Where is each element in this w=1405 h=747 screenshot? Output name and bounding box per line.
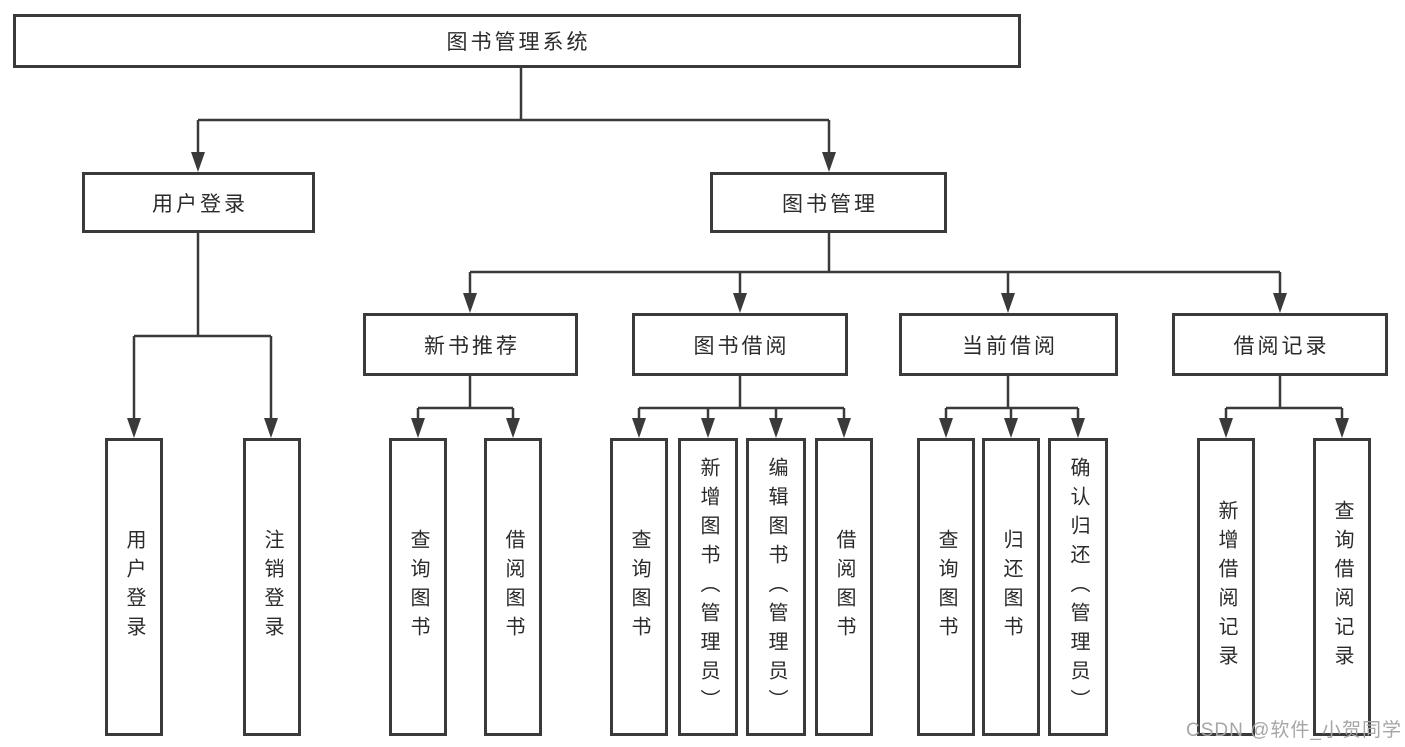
leaf-current-query-books: 查询图书 [917, 438, 975, 736]
node-book-borrowing: 图书借阅 [632, 313, 848, 376]
node-root: 图书管理系统 [13, 14, 1021, 68]
leaf-borrow-add-books: 新增图书（管理员） [678, 438, 738, 736]
leaf-recommend-query-books-label: 查询图书 [407, 529, 429, 645]
leaf-current-confirm-return-label: 确认归还（管理员） [1067, 456, 1089, 718]
leaf-borrow-query-books: 查询图书 [610, 438, 668, 736]
node-user-login: 用户登录 [82, 172, 315, 233]
node-book-management: 图书管理 [710, 172, 947, 233]
leaf-records-query-record-label: 查询借阅记录 [1331, 500, 1353, 674]
leaf-records-add-record: 新增借阅记录 [1197, 438, 1255, 736]
node-current-borrowing-label: 当前借阅 [962, 334, 1058, 358]
leaf-recommend-query-books: 查询图书 [389, 438, 447, 736]
leaf-current-confirm-return: 确认归还（管理员） [1048, 438, 1108, 736]
node-book-management-label: 图书管理 [782, 192, 878, 216]
leaf-borrow-borrow-books: 借阅图书 [815, 438, 873, 736]
leaf-records-query-record: 查询借阅记录 [1313, 438, 1371, 736]
leaf-logout: 注销登录 [243, 438, 301, 736]
node-new-book-recommend: 新书推荐 [363, 313, 578, 376]
connector-arrowheads [127, 152, 1349, 438]
node-borrowing-records: 借阅记录 [1172, 313, 1388, 376]
node-book-borrowing-label: 图书借阅 [693, 334, 790, 358]
leaf-current-return-books: 归还图书 [982, 438, 1040, 736]
leaf-recommend-borrow-books: 借阅图书 [484, 438, 542, 736]
leaf-login: 用户登录 [105, 438, 163, 736]
watermark: CSDN @软件_小贺同学 [1186, 720, 1402, 741]
leaf-recommend-borrow-books-label: 借阅图书 [502, 529, 524, 645]
node-borrowing-records-label: 借阅记录 [1233, 334, 1330, 358]
leaf-login-label: 用户登录 [123, 529, 145, 645]
leaf-borrow-edit-books: 编辑图书（管理员） [746, 438, 806, 736]
node-current-borrowing: 当前借阅 [899, 313, 1118, 376]
node-user-login-label: 用户登录 [152, 192, 248, 216]
connector-stems [132, 68, 1344, 420]
leaf-current-query-books-label: 查询图书 [935, 529, 957, 645]
leaf-borrow-edit-books-label: 编辑图书（管理员） [765, 456, 787, 718]
leaf-records-add-record-label: 新增借阅记录 [1215, 500, 1237, 674]
node-root-label: 图书管理系统 [446, 31, 591, 54]
leaf-current-return-books-label: 归还图书 [1000, 529, 1022, 645]
leaf-borrow-add-books-label: 新增图书（管理员） [697, 456, 719, 718]
leaf-logout-label: 注销登录 [261, 529, 283, 645]
node-new-book-recommend-label: 新书推荐 [424, 334, 520, 358]
leaf-borrow-borrow-books-label: 借阅图书 [833, 529, 855, 645]
leaf-borrow-query-books-label: 查询图书 [628, 529, 650, 645]
